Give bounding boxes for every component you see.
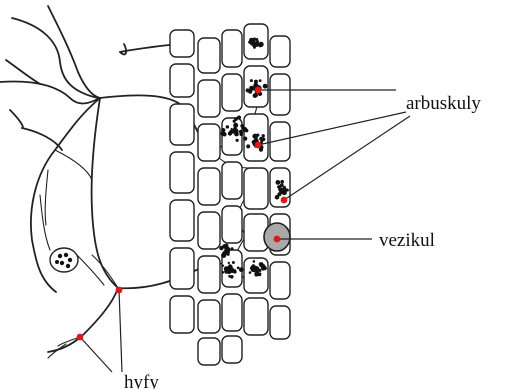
- marker-dot: [281, 197, 288, 204]
- cortex-cell: [170, 64, 194, 97]
- cortex-cell: [198, 168, 220, 205]
- cortex-cell: [222, 294, 242, 331]
- cortex-cell: [170, 248, 194, 289]
- cortex-cell: [222, 74, 242, 111]
- cortex-cell: [244, 298, 268, 335]
- label-hyphae: hyfy: [124, 372, 159, 389]
- cortex-cell: [198, 80, 220, 117]
- cortex-cell: [222, 162, 242, 199]
- cortex-cell: [198, 38, 220, 73]
- cortex-cell: [270, 262, 290, 299]
- spore-cluster: [50, 248, 78, 272]
- cortex-cell: [222, 206, 242, 243]
- cortex-cell: [270, 306, 290, 339]
- cortex-cell: [198, 338, 220, 365]
- marker-dot: [255, 87, 262, 94]
- cortex-cell: [198, 256, 220, 293]
- cortex-cell: [170, 296, 194, 333]
- leader-arbuscule-3: [284, 116, 410, 200]
- cortex-cell: [270, 74, 290, 115]
- cortex-cell: [170, 152, 194, 193]
- marker-dot: [116, 287, 123, 294]
- cortex-cell: [198, 212, 220, 249]
- cortex-cell: [244, 24, 268, 59]
- cortex-cell: [198, 124, 220, 161]
- marker-dot: [274, 236, 281, 243]
- leader-hyphae-1: [119, 290, 122, 372]
- cortex-cell: [170, 200, 194, 241]
- cortex-cell: [222, 118, 242, 155]
- leader-hyphae-2: [80, 337, 112, 372]
- label-arbuscules: arbuskuly: [406, 93, 481, 114]
- cortex-cell: [198, 300, 220, 333]
- marker-dot: [77, 334, 84, 341]
- cortex-cell: [270, 36, 290, 67]
- marker-dot: [255, 142, 262, 149]
- cortex-cell: [170, 104, 194, 145]
- cortex-cell: [244, 168, 268, 209]
- cortex-cell: [222, 30, 242, 67]
- label-vesicle: vezikul: [379, 230, 435, 251]
- root-cortex-cells: [170, 24, 290, 365]
- cortex-cell: [222, 336, 242, 363]
- cortex-cell: [170, 30, 194, 57]
